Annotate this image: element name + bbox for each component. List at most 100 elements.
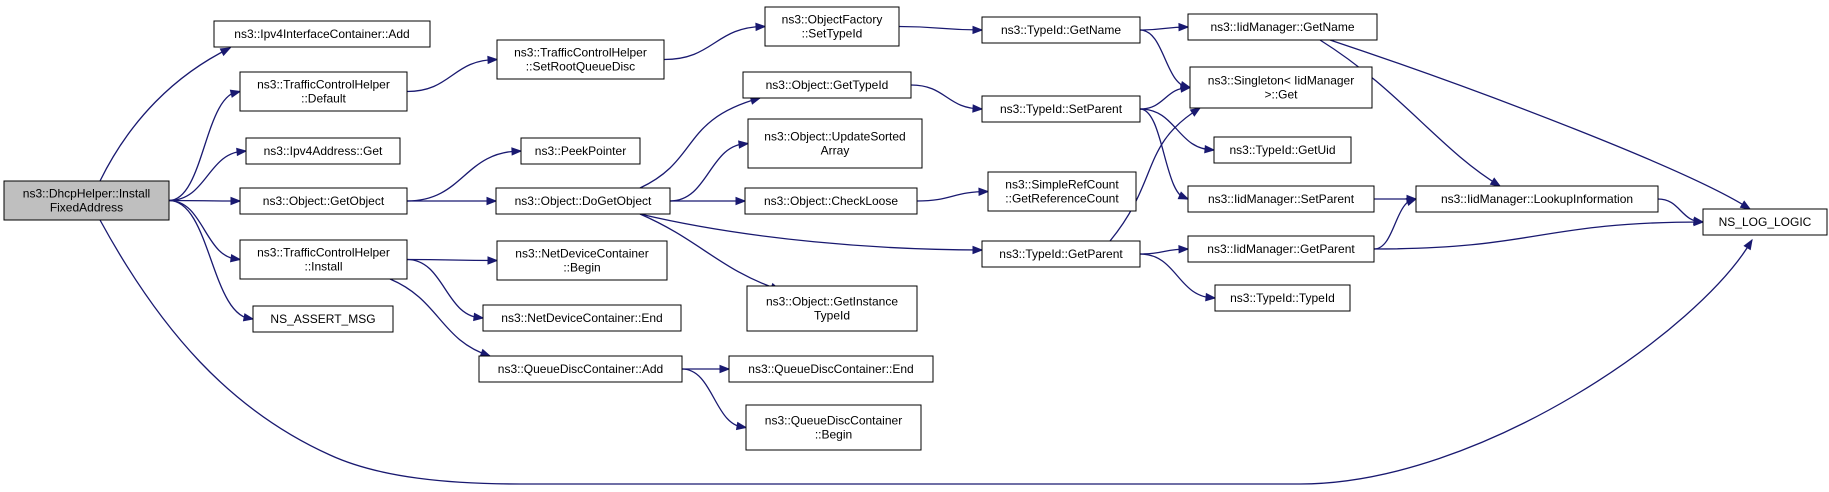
edge-obj-dogetobject-to-obj-updatesorted	[669, 140, 750, 202]
node-ndc-begin[interactable]: ns3::NetDeviceContainer::Begin	[496, 240, 668, 281]
node-label: ns3::DhcpHelper::Install	[23, 187, 150, 201]
node-box	[987, 171, 1137, 212]
node-iid-setparent[interactable]: ns3::IidManager::SetParent	[1187, 185, 1375, 213]
edge-arrowhead	[972, 245, 984, 255]
call-edges	[99, 22, 1753, 485]
node-box	[239, 239, 408, 280]
node-label: ns3::Singleton< IidManager	[1208, 74, 1354, 88]
node-label: ns3::TypeId::GetUid	[1229, 143, 1335, 157]
node-ipv4addr-get[interactable]: ns3::Ipv4Address::Get	[245, 137, 401, 165]
edge-arrowhead	[487, 55, 499, 65]
edge-line	[639, 97, 761, 189]
node-label: ns3::Ipv4InterfaceContainer::Add	[234, 27, 409, 41]
edge-line	[406, 58, 498, 93]
node-qdc-end[interactable]: ns3::QueueDiscContainer::End	[728, 355, 934, 383]
node-box	[245, 137, 401, 165]
node-tid-getname[interactable]: ns3::TypeId::GetName	[981, 16, 1141, 44]
edge-arrowhead	[229, 89, 242, 98]
node-tch-setroot[interactable]: ns3::TrafficControlHelper::SetRootQueueD…	[496, 39, 665, 80]
edge-line	[389, 278, 491, 357]
edge-line	[1139, 29, 1191, 89]
node-box	[745, 404, 922, 451]
node-tid-getuid[interactable]: ns3::TypeId::GetUid	[1213, 136, 1352, 164]
edge-obj-gettypeid-to-tid-setparent	[910, 84, 984, 113]
node-obj-gettypeid[interactable]: ns3::Object::GetTypeId	[742, 71, 912, 99]
edge-line	[168, 150, 247, 202]
node-qdc-add[interactable]: ns3::QueueDiscContainer::Add	[478, 355, 683, 383]
node-tid-getparent[interactable]: ns3::TypeId::GetParent	[981, 240, 1141, 268]
edge-obj-dogetobject-to-obj-gettypeid	[639, 96, 762, 189]
edge-tid-setparent-to-singleton-get	[1139, 84, 1192, 110]
node-ns-log-logic[interactable]: NS_LOG_LOGIC	[1702, 208, 1828, 236]
edge-arrowhead	[219, 47, 232, 57]
edge-root-to-ipv4ic-add	[99, 47, 232, 182]
node-tch-install[interactable]: ns3::TrafficControlHelper::Install	[239, 239, 408, 280]
node-obj-dogetobject[interactable]: ns3::Object::DoGetObject	[495, 187, 671, 215]
node-obj-getobject[interactable]: ns3::Object::GetObject	[239, 187, 408, 215]
edge-root-to-ns-assert	[168, 199, 255, 322]
node-obj-checkloose[interactable]: ns3::Object::CheckLoose	[744, 187, 918, 215]
node-label: ns3::Object::GetInstance	[766, 295, 898, 309]
edge-arrowhead	[972, 104, 984, 113]
edge-arrowhead	[236, 147, 248, 157]
node-peekpointer[interactable]: ns3::PeekPointer	[520, 137, 641, 165]
edge-iid-getname-to-ns-log-logic	[1329, 39, 1752, 210]
node-label: ns3::TrafficControlHelper	[514, 46, 647, 60]
edge-line	[99, 47, 231, 182]
edge-tid-getparent-to-singleton-get	[1109, 107, 1202, 242]
node-label: ns3::TrafficControlHelper	[257, 246, 390, 260]
node-singleton-get[interactable]: ns3::Singleton< IidManager>::Get	[1189, 66, 1373, 109]
node-box	[520, 137, 641, 165]
node-ipv4ic-add[interactable]: ns3::Ipv4InterfaceContainer::Add	[213, 20, 431, 48]
node-iid-lookup[interactable]: ns3::IidManager::LookupInformation	[1415, 185, 1659, 213]
node-tid-typeid[interactable]: ns3::TypeId::TypeId	[1214, 284, 1351, 312]
node-iid-getname[interactable]: ns3::IidManager::GetName	[1187, 13, 1378, 41]
edge-arrowhead	[479, 348, 492, 357]
node-box	[981, 95, 1141, 123]
node-label: ns3::TypeId::TypeId	[1230, 291, 1335, 305]
edge-of-settypeid-to-tid-getname	[898, 25, 984, 35]
node-box	[728, 355, 934, 383]
edge-arrowhead	[1405, 197, 1418, 207]
node-label: ::Begin	[563, 261, 600, 275]
node-label: ns3::IidManager::LookupInformation	[1441, 192, 1633, 206]
edge-line	[1139, 108, 1215, 151]
edge-tid-getparent-to-iid-getparent	[1139, 245, 1190, 255]
node-box	[744, 187, 918, 215]
node-ndc-end[interactable]: ns3::NetDeviceContainer::End	[482, 304, 682, 332]
node-of-settypeid[interactable]: ns3::ObjectFactory::SetTypeId	[764, 6, 900, 47]
edge-line	[168, 90, 241, 202]
edge-line	[406, 258, 498, 262]
edge-obj-getobject-to-obj-dogetobject	[407, 196, 498, 206]
node-label: TypeId	[814, 309, 850, 323]
node-label: ::Install	[304, 260, 342, 274]
edge-obj-dogetobject-to-obj-checkloose	[670, 196, 747, 206]
node-src-getrefcount[interactable]: ns3::SimpleRefCount::GetReferenceCount	[987, 171, 1137, 212]
node-box	[496, 39, 665, 80]
node-qdc-begin[interactable]: ns3::QueueDiscContainer::Begin	[745, 404, 922, 451]
node-box	[742, 71, 912, 99]
edge-arrowhead	[972, 25, 984, 35]
edge-tch-install-to-ndc-end	[406, 258, 485, 322]
edge-tch-setroot-to-of-settypeid	[663, 22, 767, 61]
edge-tid-setparent-to-iid-setparent	[1139, 108, 1190, 200]
edge-line	[1139, 253, 1216, 299]
node-label: ::SetTypeId	[802, 27, 863, 41]
node-ns-assert[interactable]: NS_ASSERT_MSG	[252, 305, 394, 333]
edge-line	[639, 213, 983, 251]
edge-arrowhead	[1177, 191, 1190, 200]
node-tch-default[interactable]: ns3::TrafficControlHelper::Default	[239, 71, 408, 112]
node-tid-setparent[interactable]: ns3::TypeId::SetParent	[981, 95, 1141, 123]
node-label: ns3::QueueDiscContainer::End	[748, 362, 913, 376]
node-label: ::GetReferenceCount	[1005, 192, 1119, 206]
edge-obj-getobject-to-peekpointer	[406, 147, 523, 202]
edge-tid-setparent-to-tid-getuid	[1139, 108, 1216, 154]
node-label: ns3::PeekPointer	[535, 144, 626, 158]
node-box	[1189, 66, 1373, 109]
edge-line	[1109, 107, 1201, 242]
node-label: ns3::Object::DoGetObject	[515, 194, 652, 208]
node-iid-getparent[interactable]: ns3::IidManager::GetParent	[1187, 235, 1375, 263]
